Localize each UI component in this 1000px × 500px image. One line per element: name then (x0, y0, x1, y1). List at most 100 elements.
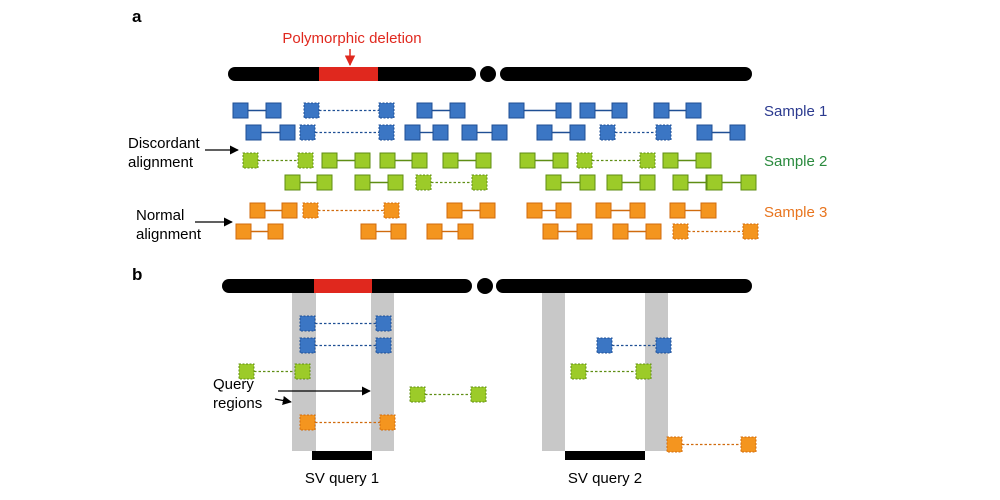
a-read-pair-35-normal (360, 223, 407, 240)
read-right (411, 152, 428, 169)
read-left (519, 152, 536, 169)
a-read-pair-23-discordant (415, 174, 488, 191)
sv-query-1-bar (312, 451, 372, 460)
sv-query-2-bar (565, 451, 645, 460)
query-regions-label-line2: regions (213, 395, 262, 412)
read-left (235, 223, 252, 240)
read-right (700, 202, 717, 219)
read-right (470, 386, 487, 403)
read-right (297, 152, 314, 169)
b-read-pair-8-discordant (666, 436, 757, 453)
read-left (570, 363, 587, 380)
a-read-pair-17-normal (442, 152, 492, 169)
a-read-pair-29-discordant (302, 202, 400, 219)
query-arrow-left (274, 396, 292, 405)
a-read-pair-34-normal (235, 223, 284, 240)
read-right (475, 152, 492, 169)
read-right (383, 202, 400, 219)
a-read-pair-28-normal (249, 202, 298, 219)
chromosome-b-arm-right (496, 279, 752, 293)
read-right (639, 174, 656, 191)
query-region-2-right (645, 292, 668, 451)
read-right (729, 124, 746, 141)
read-left (360, 223, 377, 240)
read-left (354, 174, 371, 191)
a-read-pair-13-normal (696, 124, 746, 141)
read-left (245, 124, 262, 141)
deletion-label: Polymorphic deletion (282, 30, 421, 47)
b-read-pair-6-discordant (409, 386, 487, 403)
read-left (446, 202, 463, 219)
a-read-pair-22-normal (354, 174, 404, 191)
read-left (666, 436, 683, 453)
read-right (629, 202, 646, 219)
read-left (576, 152, 593, 169)
read-right (390, 223, 407, 240)
query-region-1-right (371, 292, 394, 451)
a-read-pair-9-normal (404, 124, 449, 141)
read-left (442, 152, 459, 169)
read-left (545, 174, 562, 191)
normal-label-line2: alignment (136, 226, 202, 243)
read-left (672, 174, 689, 191)
panel-b-label: b (132, 265, 142, 284)
read-right (378, 102, 395, 119)
read-left (299, 414, 316, 431)
reads-panel-b (238, 315, 757, 453)
read-right (611, 102, 628, 119)
read-left (303, 102, 320, 119)
read-right (576, 223, 593, 240)
read-left (612, 223, 629, 240)
read-right (555, 202, 572, 219)
read-right (742, 223, 759, 240)
query-region-2-left (542, 292, 565, 451)
read-right (655, 337, 672, 354)
a-read-pair-12-discordant (599, 124, 672, 141)
a-read-pair-31-normal (526, 202, 572, 219)
read-left (232, 102, 249, 119)
read-left (416, 102, 433, 119)
read-right (375, 315, 392, 332)
a-read-pair-38-normal (612, 223, 662, 240)
read-right (379, 414, 396, 431)
read-left (299, 337, 316, 354)
deletion-region-b (314, 279, 372, 293)
centromere (480, 66, 496, 82)
a-read-pair-10-normal (461, 124, 508, 141)
a-read-pair-6-normal (653, 102, 702, 119)
a-read-pair-18-normal (519, 152, 569, 169)
read-left (461, 124, 478, 141)
a-read-pair-7-normal (245, 124, 296, 141)
a-read-pair-16-normal (379, 152, 428, 169)
query-regions-label-line1: Query (213, 376, 254, 393)
a-read-pair-1-normal (232, 102, 282, 119)
read-left (284, 174, 301, 191)
read-left (404, 124, 421, 141)
a-read-pair-15-normal (321, 152, 371, 169)
a-read-pair-36-normal (426, 223, 474, 240)
a-read-pair-24-normal (545, 174, 596, 191)
read-left (242, 152, 259, 169)
read-right (432, 124, 449, 141)
b-read-pair-5-discordant (570, 363, 652, 380)
a-read-pair-39-discordant (672, 223, 759, 240)
read-right (740, 174, 757, 191)
read-right (740, 436, 757, 453)
a-read-pair-20-normal (662, 152, 712, 169)
a-read-pair-33-normal (669, 202, 717, 219)
read-right (552, 152, 569, 169)
read-left (409, 386, 426, 403)
read-right (354, 152, 371, 169)
sv-query-1-label: SV query 1 (305, 470, 379, 487)
a-read-pair-4-normal (508, 102, 572, 119)
read-left (238, 363, 255, 380)
read-left (653, 102, 670, 119)
read-left (321, 152, 338, 169)
discordant-label-line2: alignment (128, 154, 194, 171)
a-read-pair-25-normal (606, 174, 656, 191)
read-right (645, 223, 662, 240)
read-left (696, 124, 713, 141)
a-read-pair-19-discordant (576, 152, 656, 169)
read-left (536, 124, 553, 141)
